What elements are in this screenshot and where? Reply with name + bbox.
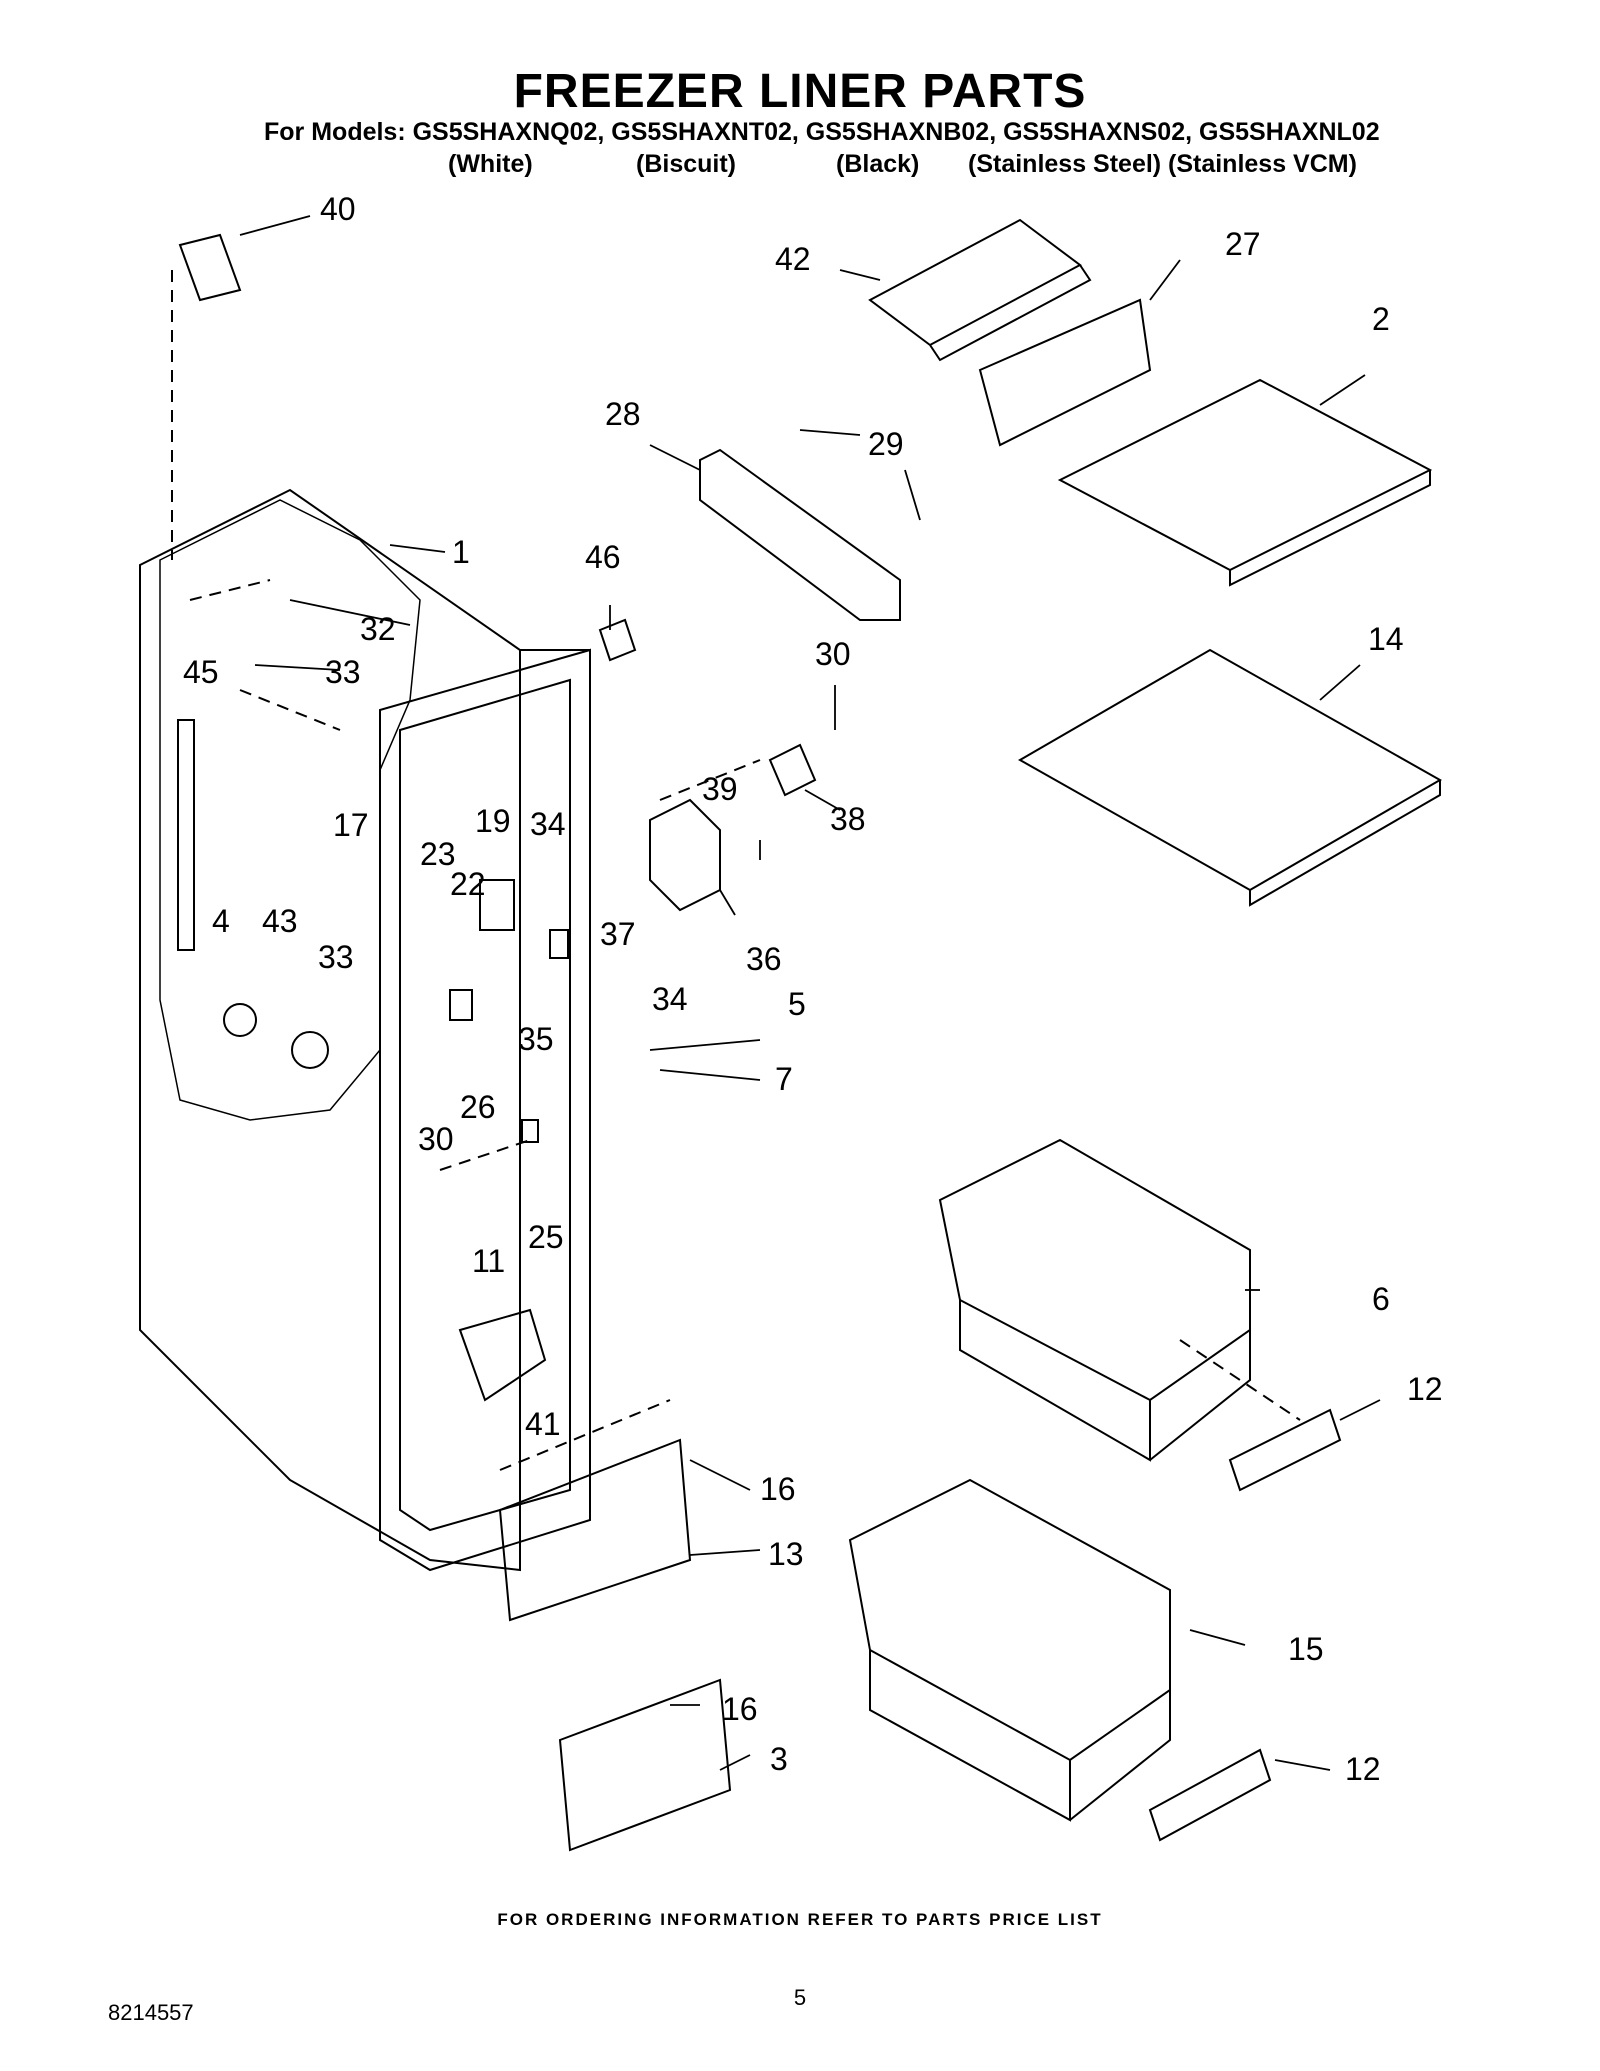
callout-4: 4 bbox=[212, 903, 230, 939]
page-number: 5 bbox=[793, 1985, 807, 2010]
part-13 bbox=[498, 1438, 692, 1622]
callout-19: 19 bbox=[475, 803, 511, 839]
part-12-upper bbox=[1228, 1408, 1342, 1492]
callout-39: 39 bbox=[702, 771, 738, 807]
part-3 bbox=[558, 1678, 732, 1852]
callout-28: 28 bbox=[605, 396, 641, 432]
color-biscuit: (Biscuit) bbox=[636, 150, 736, 178]
callout-34a: 34 bbox=[530, 806, 566, 842]
callout-23: 23 bbox=[420, 836, 456, 872]
part-40 bbox=[178, 233, 242, 302]
callout-11: 11 bbox=[472, 1243, 505, 1279]
part-43 bbox=[223, 1003, 257, 1037]
part-42 bbox=[868, 218, 1092, 362]
document-number: 8214557 bbox=[108, 2000, 194, 2025]
models-line: For Models: GS5SHAXNQ02, GS5SHAXNT02, GS… bbox=[264, 118, 1380, 146]
callout-34b: 34 bbox=[652, 981, 688, 1017]
callout-46: 46 bbox=[585, 539, 621, 575]
callout-15: 15 bbox=[1288, 1631, 1324, 1667]
color-stainless-steel: (Stainless Steel) bbox=[968, 150, 1162, 178]
callout-38: 38 bbox=[830, 801, 866, 837]
alignment-lines bbox=[171, 270, 1301, 1471]
callout-40: 40 bbox=[320, 191, 356, 227]
callout-22: 22 bbox=[450, 866, 486, 902]
callout-30b: 30 bbox=[418, 1121, 454, 1157]
callout-13: 13 bbox=[768, 1536, 804, 1572]
part-6-basket bbox=[938, 1138, 1251, 1462]
part-26 bbox=[449, 989, 473, 1021]
leader-lines bbox=[239, 215, 1381, 1771]
callout-33b: 33 bbox=[318, 939, 354, 975]
callout-36: 36 bbox=[746, 941, 782, 977]
callout-30a: 30 bbox=[815, 636, 851, 672]
callout-32: 32 bbox=[360, 611, 396, 647]
part-35 bbox=[549, 929, 569, 959]
callout-5: 5 bbox=[788, 986, 806, 1022]
callout-33a: 33 bbox=[325, 654, 361, 690]
callout-26: 26 bbox=[460, 1089, 496, 1125]
part-12-lower bbox=[1148, 1748, 1272, 1842]
callout-27: 27 bbox=[1225, 226, 1261, 262]
part-45 bbox=[177, 719, 195, 951]
callout-6: 6 bbox=[1372, 1281, 1390, 1317]
callout-17: 17 bbox=[333, 807, 369, 843]
callout-16b: 16 bbox=[722, 1691, 758, 1727]
callout-43: 43 bbox=[262, 903, 298, 939]
callout-12b: 12 bbox=[1345, 1751, 1381, 1787]
callout-42: 42 bbox=[775, 241, 811, 277]
color-white: (White) bbox=[448, 150, 533, 178]
callout-29: 29 bbox=[868, 426, 904, 462]
part-15-basket bbox=[848, 1478, 1171, 1822]
callout-7: 7 bbox=[775, 1061, 793, 1097]
part-27 bbox=[978, 298, 1152, 447]
callout-35: 35 bbox=[518, 1021, 554, 1057]
callout-45: 45 bbox=[183, 654, 219, 690]
callout-25: 25 bbox=[528, 1219, 564, 1255]
part-46 bbox=[598, 618, 637, 662]
callout-1: 1 bbox=[452, 534, 470, 570]
callout-3: 3 bbox=[770, 1741, 788, 1777]
part-2-shelf bbox=[1057, 378, 1433, 587]
color-stainless-vcm: (Stainless VCM) bbox=[1168, 150, 1357, 178]
callout-2: 2 bbox=[1372, 301, 1390, 337]
callout-12a: 12 bbox=[1407, 1371, 1443, 1407]
callout-41: 41 bbox=[525, 1406, 561, 1442]
ordering-info-footer: FOR ORDERING INFORMATION REFER TO PARTS … bbox=[497, 1910, 1103, 1929]
part-38 bbox=[768, 743, 817, 797]
callout-37: 37 bbox=[600, 916, 636, 952]
part-41 bbox=[458, 1308, 547, 1402]
part-19 bbox=[479, 879, 515, 931]
callout-16a: 16 bbox=[760, 1471, 796, 1507]
part-36 bbox=[649, 798, 721, 912]
part-33-bulb bbox=[291, 1031, 329, 1069]
part-28 bbox=[699, 448, 901, 621]
color-black: (Black) bbox=[836, 150, 920, 178]
part-14-shelf bbox=[1017, 648, 1443, 907]
page-title: FREEZER LINER PARTS bbox=[513, 65, 1087, 118]
callout-14: 14 bbox=[1368, 621, 1404, 657]
part-25 bbox=[521, 1119, 539, 1143]
